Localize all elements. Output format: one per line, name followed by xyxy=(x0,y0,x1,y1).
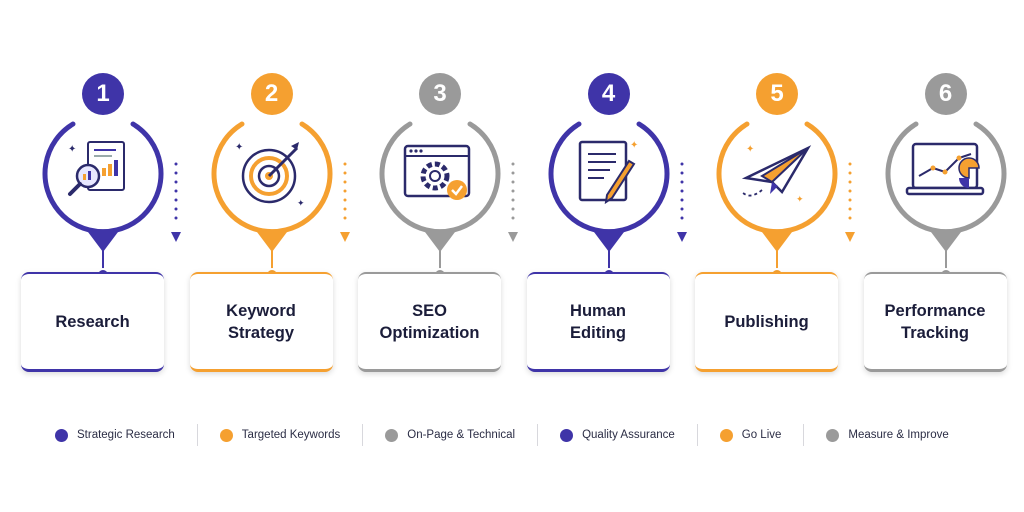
svg-text:✦: ✦ xyxy=(297,198,305,208)
step-label: Keyword Strategy xyxy=(226,301,296,342)
legend: Strategic Research Targeted Keywords On-… xyxy=(55,424,985,446)
legend-dot-icon xyxy=(55,428,68,442)
legend-item: Go Live xyxy=(719,428,782,442)
step-5: 5 ✦✦ Publishing xyxy=(692,0,862,390)
legend-label: On-Page & Technical xyxy=(407,429,516,441)
step-label: Performance Tracking xyxy=(884,301,986,342)
legend-label: Targeted Keywords xyxy=(241,429,341,441)
step-label: SEO Optimization xyxy=(379,301,480,342)
step-card: Keyword Strategy xyxy=(189,272,333,372)
step-number-badge: 1 xyxy=(82,73,124,115)
step-4: 4 ✦ Human Editing xyxy=(524,0,694,390)
step-card: Research xyxy=(21,272,164,372)
step-label: Research xyxy=(55,312,130,331)
svg-text:✦: ✦ xyxy=(68,144,76,155)
research-document-magnifier-icon: ✦ xyxy=(58,128,148,218)
legend-item: Quality Assurance xyxy=(560,428,675,442)
laptop-line-chart-icon xyxy=(901,128,991,218)
legend-divider xyxy=(362,424,364,446)
svg-text:✦: ✦ xyxy=(630,140,638,151)
step-1: 1 ✦ Research xyxy=(18,0,188,390)
step-6: 6 Performance Tracking xyxy=(861,0,1024,390)
legend-divider xyxy=(537,424,539,446)
legend-label: Go Live xyxy=(741,429,782,441)
step-label: Publishing xyxy=(724,312,809,331)
document-pencil-icon: ✦ xyxy=(564,128,654,218)
step-number-badge: 4 xyxy=(587,73,630,115)
legend-dot-icon xyxy=(560,428,574,442)
legend-item: Strategic Research xyxy=(55,428,175,442)
dotted-arrow-icon xyxy=(339,160,351,250)
step-card: Publishing xyxy=(695,272,838,372)
step-number-badge: 6 xyxy=(924,73,967,115)
target-arrow-icon: ✦✦ xyxy=(227,128,317,218)
step-number-badge: 3 xyxy=(419,73,461,115)
step-card: Human Editing xyxy=(526,272,670,372)
step-number-badge: 5 xyxy=(756,73,798,115)
step-number-badge: 2 xyxy=(250,73,293,115)
svg-text:✦: ✦ xyxy=(746,144,754,155)
legend-dot-icon xyxy=(826,428,840,442)
step-2: 2 ✦✦ Keyword Strategy xyxy=(187,0,357,390)
legend-dot-icon xyxy=(385,428,399,442)
legend-item: On-Page & Technical xyxy=(385,428,516,442)
legend-divider xyxy=(196,424,198,446)
legend-label: Measure & Improve xyxy=(848,429,949,441)
legend-label: Strategic Research xyxy=(77,429,175,441)
svg-text:✦: ✦ xyxy=(235,142,243,153)
step-card: SEO Optimization xyxy=(358,272,501,372)
paper-plane-icon: ✦✦ xyxy=(732,128,822,218)
legend-divider xyxy=(696,424,698,446)
svg-text:✦: ✦ xyxy=(796,194,804,204)
legend-label: Quality Assurance xyxy=(582,429,675,441)
dotted-arrow-icon xyxy=(844,160,856,250)
dotted-arrow-icon xyxy=(676,160,688,250)
dotted-arrow-icon xyxy=(507,160,519,250)
step-card: Performance Tracking xyxy=(863,272,1007,372)
legend-divider xyxy=(803,424,805,446)
legend-item: Measure & Improve xyxy=(826,428,949,442)
legend-item: Targeted Keywords xyxy=(219,428,341,442)
browser-gear-check-icon xyxy=(395,128,485,218)
legend-dot-icon xyxy=(219,428,233,442)
legend-dot-icon xyxy=(719,428,733,442)
process-steps: 1 ✦ Research 2 ✦✦ Keyword Strategy xyxy=(18,0,1024,390)
step-3: 3 SEO Optimization xyxy=(355,0,525,390)
dotted-arrow-icon xyxy=(170,160,182,250)
step-label: Human Editing xyxy=(570,301,626,342)
